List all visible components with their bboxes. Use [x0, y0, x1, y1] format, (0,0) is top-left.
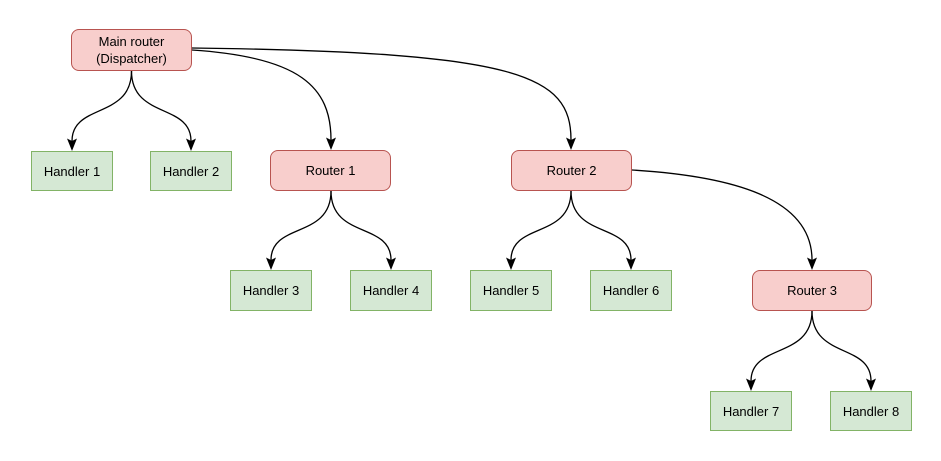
arrowhead-handler-4 [386, 257, 396, 270]
node-handler-1: Handler 1 [31, 151, 113, 191]
edge-router-3-to-handler-8 [811, 310, 872, 382]
edge-router-1-to-handler-4 [330, 190, 392, 261]
arrowhead-handler-7 [746, 378, 756, 391]
arrowhead-router-3 [807, 257, 817, 270]
edge-router-2-to-handler-6 [570, 190, 632, 261]
edge-main-router-to-handler-2 [130, 70, 192, 142]
arrowhead-handler-1 [67, 138, 77, 151]
node-handler-3: Handler 3 [230, 270, 312, 311]
arrowhead-handler-2 [186, 138, 196, 151]
edge-router-2-to-handler-5 [510, 190, 572, 261]
node-handler-5: Handler 5 [470, 270, 552, 311]
arrowhead-router-2 [566, 137, 576, 150]
arrowhead-handler-3 [266, 257, 276, 270]
arrowhead-handler-6 [626, 257, 636, 270]
node-router-2: Router 2 [511, 150, 632, 191]
node-main-router: Main router (Dispatcher) [71, 29, 192, 71]
edge-main-router-to-router-2 [191, 47, 572, 141]
edge-router-3-to-handler-7 [750, 310, 813, 382]
node-handler-7: Handler 7 [710, 391, 792, 431]
edge-router-2-to-router-3 [631, 169, 813, 261]
arrowhead-handler-5 [506, 257, 516, 270]
node-handler-8: Handler 8 [830, 391, 912, 431]
node-handler-2: Handler 2 [150, 151, 232, 191]
node-handler-6: Handler 6 [590, 270, 672, 311]
node-router-3: Router 3 [752, 270, 872, 311]
edge-main-router-to-handler-1 [71, 70, 133, 142]
node-router-1: Router 1 [270, 150, 391, 191]
arrowhead-handler-8 [866, 378, 876, 391]
edge-main-router-to-router-1 [191, 49, 332, 141]
edge-router-1-to-handler-3 [270, 190, 332, 261]
arrowhead-router-1 [326, 137, 336, 150]
node-handler-4: Handler 4 [350, 270, 432, 311]
